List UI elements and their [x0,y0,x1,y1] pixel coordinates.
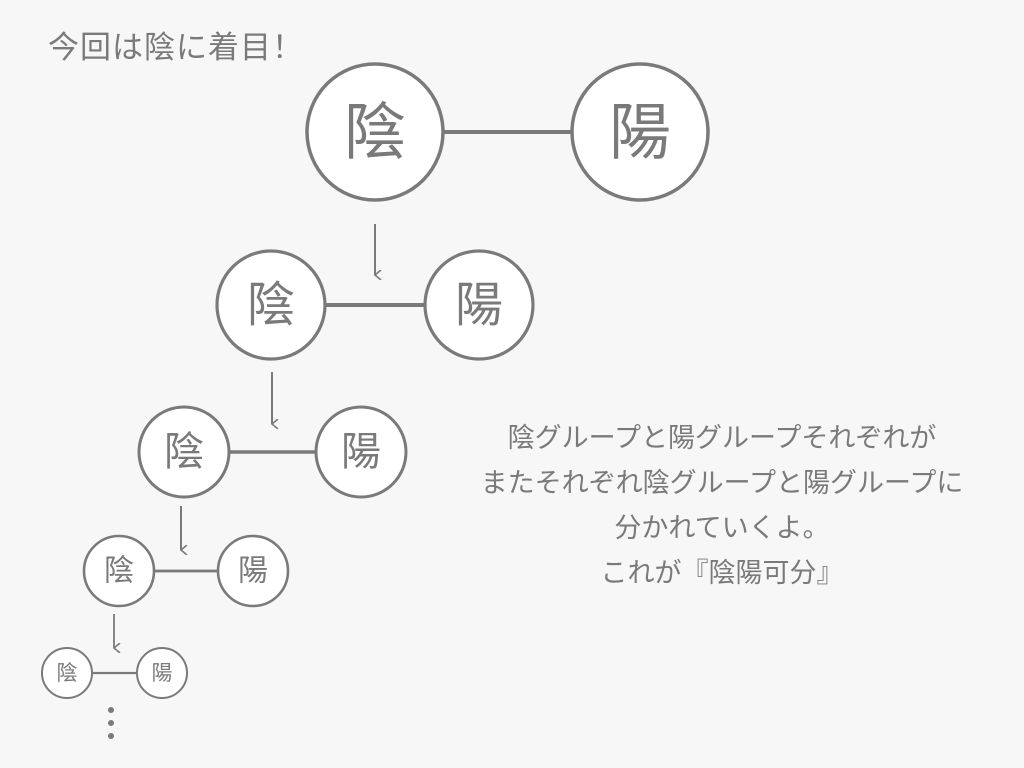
explanation-line-1: 陰グループと陽グループそれぞれが [507,423,937,454]
level-3-yin-node: 陰 [82,534,156,608]
level-4-yang-label: 陽 [152,661,173,685]
level-2-yin-node: 陰 [137,405,231,499]
explanation-line-3: 分かれていくよ。 [614,513,830,544]
level-0-yin-label: 陰 [344,96,406,169]
level-0-yin-node: 陰 [305,62,445,202]
continuation-ellipsis [108,707,114,739]
level-3-pair: 陰 陽 [82,534,290,608]
level-0-yang-node: 陽 [570,62,710,202]
level-1-yin-label: 陰 [247,277,295,333]
level-1-yang-label: 陽 [455,277,503,333]
level-1-yin-node: 陰 [215,249,327,361]
level-1-yang-node: 陽 [423,249,535,361]
level-4-pair: 陰 陽 [41,647,188,699]
level-1-pair: 陰 陽 [215,249,535,361]
level-4-yin-label: 陰 [57,661,78,685]
level-0-pair: 陰 陽 [305,62,710,202]
explanation-line-2: またそれぞれ陰グループと陽グループに [480,468,964,499]
ellipsis-dot [108,707,114,713]
level-2-yang-label: 陽 [341,429,381,475]
level-3-yang-node: 陽 [216,534,290,608]
level-4-yang-node: 陽 [136,647,188,699]
heading-text: 今回は陰に着目！ [48,30,304,66]
level-3-yang-label: 陽 [238,554,268,589]
level-4-yin-node: 陰 [41,647,93,699]
level-3-yin-label: 陰 [104,554,134,589]
explanation-text: 陰グループと陽グループそれぞれが またそれぞれ陰グループと陽グループに 分かれて… [446,416,998,596]
level-2-yin-label: 陰 [164,429,204,475]
level-0-yang-label: 陽 [609,96,671,169]
level-2-yang-node: 陽 [314,405,408,499]
ellipsis-dot [108,720,114,726]
ellipsis-dot [108,733,114,739]
level-2-pair: 陰 陽 [137,405,408,499]
explanation-line-4: これが『陰陽可分』 [600,558,844,589]
